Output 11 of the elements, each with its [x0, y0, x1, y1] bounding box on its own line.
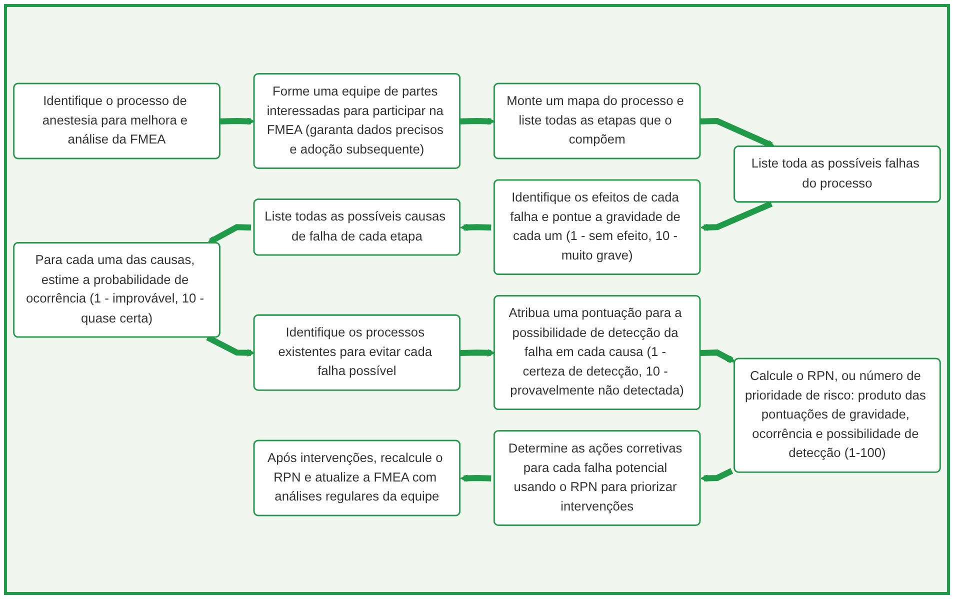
arrow [460, 117, 495, 126]
arrow [460, 349, 495, 357]
arrow [207, 224, 252, 244]
arrow [700, 350, 736, 364]
arrow [460, 474, 492, 482]
arrow [206, 334, 255, 357]
arrow [220, 117, 255, 126]
arrow [460, 224, 492, 232]
arrow [700, 468, 734, 482]
arrow [700, 118, 775, 148]
arrow [700, 200, 773, 232]
